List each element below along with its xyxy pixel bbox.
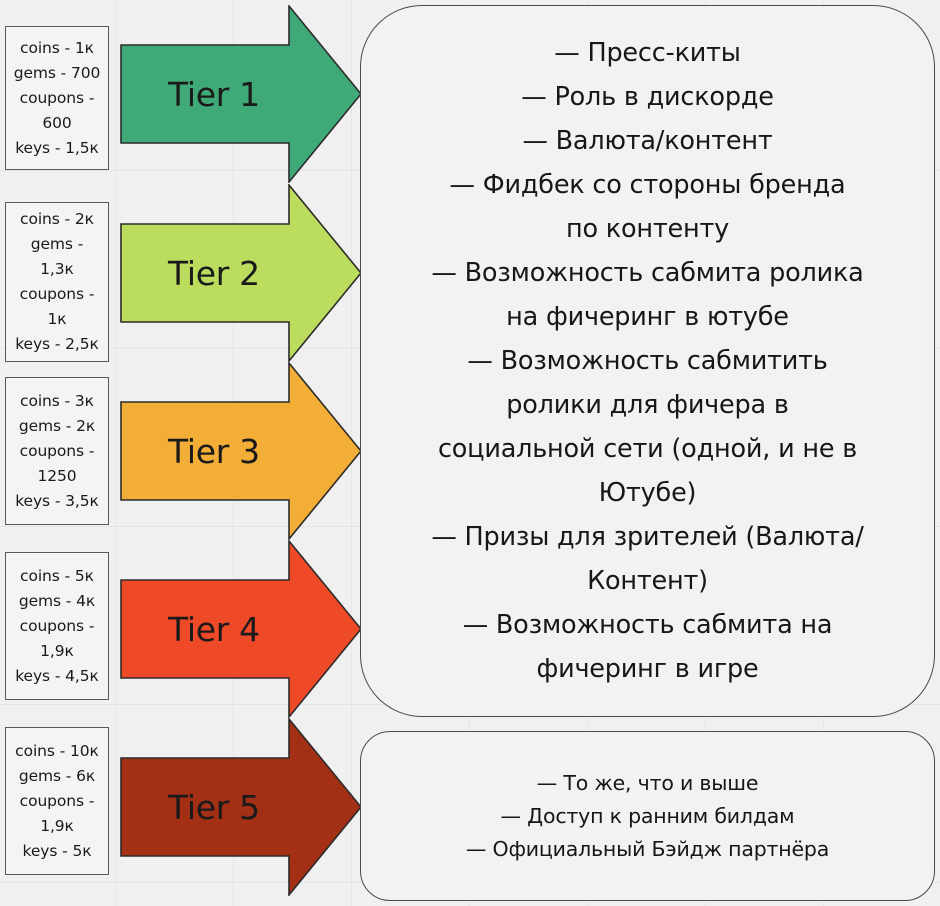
- benefit-line: фичеринг в игре: [536, 654, 759, 684]
- benefit-line: — Официальный Бэйдж партнёра: [465, 836, 830, 861]
- benefit-line: Ютубе): [598, 478, 697, 508]
- cost-box-text: coins - 1к gems - 700 coupons - 600 keys…: [13, 38, 101, 157]
- arrow-shape: [120, 362, 362, 540]
- arrow-shape: [120, 540, 362, 718]
- cost-box-text: coins - 3к gems - 2к coupons - 1250 keys…: [15, 391, 99, 510]
- arrow-tier-4[interactable]: Tier 4: [120, 540, 362, 718]
- benefit-line: — То же, что и выше: [536, 770, 759, 795]
- arrow-tier-2[interactable]: Tier 2: [120, 184, 362, 362]
- cost-box-text: coins - 5к gems - 4к coupons - 1,9к keys…: [15, 566, 99, 685]
- cost-box-tier-5: coins - 10к gems - 6к coupons - 1,9к key…: [5, 727, 109, 875]
- benefits-panel-bottom: — То же, что и выше — Доступ к ранним би…: [360, 731, 935, 901]
- cost-box-text: coins - 10к gems - 6к coupons - 1,9к key…: [15, 741, 99, 860]
- benefit-line: — Фидбек со стороны бренда: [449, 170, 846, 200]
- cost-box-text: coins - 2к gems - 1,3к coupons - 1к keys…: [15, 210, 99, 353]
- arrow-tier-1[interactable]: Tier 1: [120, 5, 362, 183]
- arrow-tier-3[interactable]: Tier 3: [120, 362, 362, 540]
- benefit-line: — Роль в дискорде: [521, 82, 774, 112]
- benefit-line: — Возможность сабмита на: [462, 610, 833, 640]
- cost-box-tier-4: coins - 5к gems - 4к coupons - 1,9к keys…: [5, 552, 109, 700]
- benefit-line: — Возможность сабмитить: [467, 346, 828, 376]
- benefit-line: — Доступ к ранним билдам: [500, 803, 795, 828]
- cost-box-tier-2: coins - 2к gems - 1,3к coupons - 1к keys…: [5, 202, 109, 362]
- benefit-line: — Возможность сабмита ролика: [431, 258, 864, 288]
- arrow-shape: [120, 184, 362, 362]
- benefit-line: — Призы для зрителей (Валюта/: [431, 522, 864, 552]
- arrow-tier-5[interactable]: Tier 5: [120, 718, 362, 896]
- arrow-shape: [120, 718, 362, 896]
- benefit-line: — Пресс-киты: [554, 38, 741, 68]
- benefit-line: на фичеринг в ютубе: [506, 302, 789, 332]
- benefits-panel-main: — Пресс-киты — Роль в дискорде — Валюта/…: [360, 5, 935, 717]
- benefit-line: социальной сети (одной, и не в: [437, 434, 858, 464]
- cost-box-tier-1: coins - 1к gems - 700 coupons - 600 keys…: [5, 26, 109, 170]
- benefit-line: по контенту: [565, 214, 729, 244]
- benefit-line: ролики для фичера в: [506, 390, 789, 420]
- cost-box-tier-3: coins - 3к gems - 2к coupons - 1250 keys…: [5, 377, 109, 525]
- benefit-line: — Валюта/контент: [522, 126, 773, 156]
- benefit-line: Контент): [587, 566, 708, 596]
- arrow-shape: [120, 5, 362, 183]
